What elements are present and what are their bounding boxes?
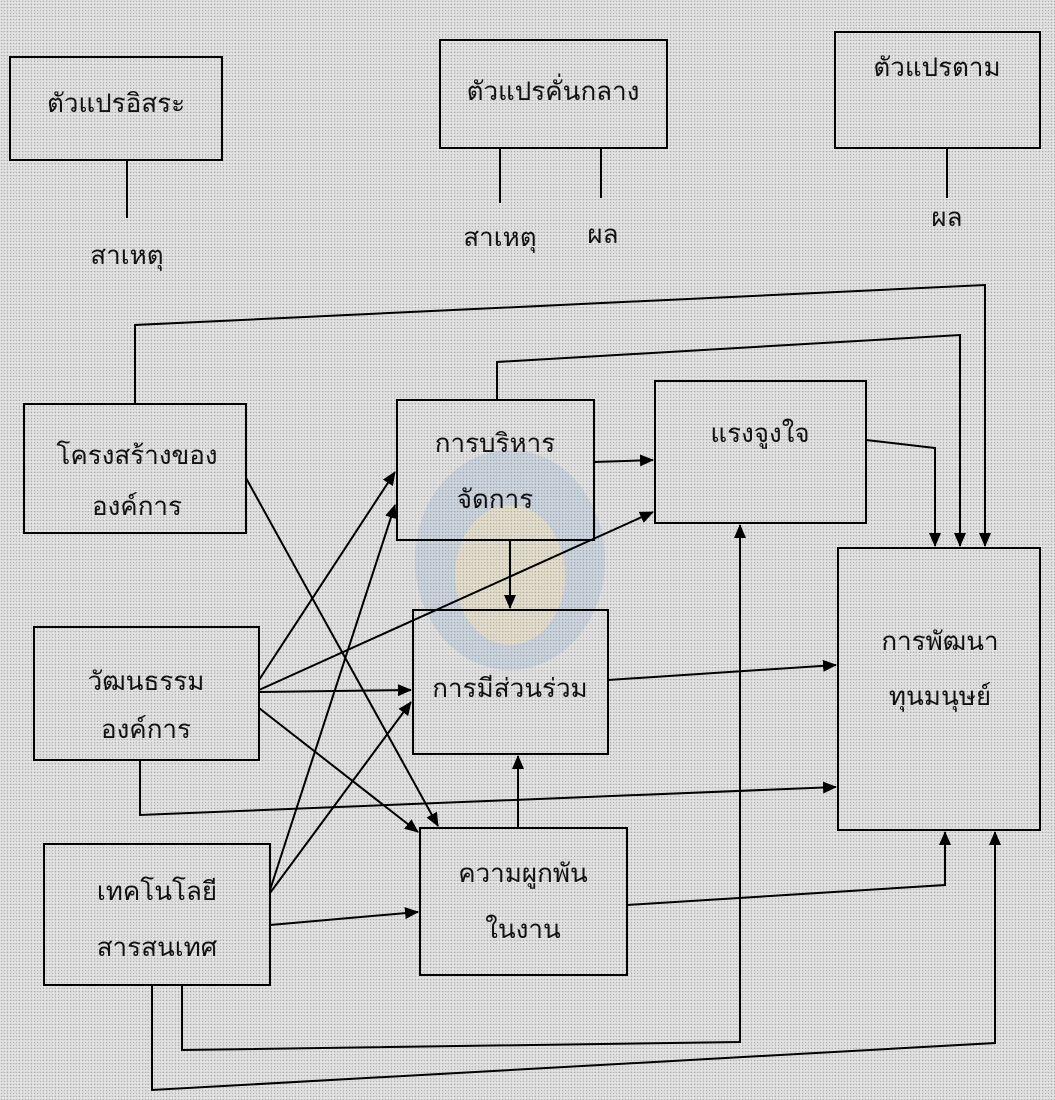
arrow-motivation-to-hcd: [865, 439, 941, 547]
arrow-management-to-hcd: [496, 333, 966, 547]
node-motivation: แรงจูงใจ: [654, 380, 867, 524]
node-box: [419, 827, 628, 976]
arrow-engagement-to-hcd: [626, 831, 951, 906]
legend-independent-label: ตัวแปรอิสระ: [47, 89, 185, 119]
legend-dependent-box: [834, 31, 1041, 149]
arrow-participation-to-hcd: [607, 659, 837, 681]
node-label-line2: ทุนมนุษย์: [889, 682, 991, 712]
arrow-culture-to-engagement: [258, 707, 419, 833]
node-organizational-culture: วัฒนธรรม องค์การ: [33, 626, 260, 761]
node-label-line1: แรงจูงใจ: [710, 419, 809, 449]
legend-mediating-role-cause: สาเหตุ: [463, 223, 536, 253]
legend-dependent-variable: ตัวแปรตาม ผล: [834, 31, 1041, 233]
legend-dependent-role: ผล: [931, 203, 962, 233]
arrow-technology-to-participation: [269, 701, 412, 894]
node-label-line2: สารสนเทศ: [97, 933, 218, 963]
legend-dependent-label: ตัวแปรตาม: [873, 53, 1000, 83]
node-participation: การมีส่วนร่วม: [412, 609, 609, 755]
node-box: [412, 609, 609, 755]
arrow-technology-to-engagement: [269, 907, 419, 926]
arrow-culture-to-motivation: [258, 511, 654, 691]
node-information-technology: เทคโนโลยี สารสนเทศ: [43, 843, 271, 986]
node-label-line2: จัดการ: [457, 485, 533, 515]
node-box: [654, 380, 867, 524]
node-label-line1: การบริหาร: [435, 429, 556, 459]
arrow-structure-to-hcd: [134, 283, 991, 547]
node-label-line2: องค์การ: [101, 715, 191, 745]
arrow-technology-to-motivation: [181, 524, 746, 1052]
arrow-technology-to-management: [269, 504, 397, 891]
node-box: [33, 626, 260, 761]
arrow-culture-to-management: [258, 471, 396, 681]
node-label-line2: องค์การ: [92, 492, 182, 522]
node-work-engagement: ความผูกพัน ในงาน: [419, 827, 628, 976]
arrow-technology-to-hcd: [151, 831, 1001, 1092]
node-label-line1: การพัฒนา: [881, 627, 998, 657]
arrow-management-to-motivation: [593, 454, 654, 467]
legend-mediating-label: ตัวแปรคั่นกลาง: [467, 73, 640, 107]
node-label-line1: การมีส่วนร่วม: [432, 674, 587, 704]
node-label-line2: ในงาน: [485, 915, 561, 945]
node-box: [43, 843, 271, 986]
legend-mediating-variable: ตัวแปรคั่นกลาง สาเหตุ ผล: [439, 39, 668, 253]
arrow-culture-to-hcd: [139, 760, 837, 817]
legend-independent-role: สาเหตุ: [90, 241, 163, 271]
legend-mediating-box: [439, 39, 668, 149]
node-box: [396, 399, 595, 541]
node-management: การบริหาร จัดการ: [396, 399, 595, 541]
legend-independent-variable: ตัวแปรอิสระ สาเหตุ: [9, 56, 223, 271]
node-organizational-structure: โครงสร้างของ องค์การ: [23, 403, 247, 534]
node-label-line1: เทคโนโลยี: [97, 876, 217, 907]
node-human-capital-development: การพัฒนา ทุนมนุษย์: [837, 547, 1041, 831]
node-label-line1: โครงสร้างของ: [56, 440, 217, 471]
node-box: [837, 547, 1041, 831]
legend-mediating-role-effect: ผล: [587, 220, 618, 250]
node-label-line1: วัฒนธรรม: [88, 667, 205, 697]
node-label-line1: ความผูกพัน: [458, 859, 588, 889]
legend-independent-box: [9, 56, 223, 161]
